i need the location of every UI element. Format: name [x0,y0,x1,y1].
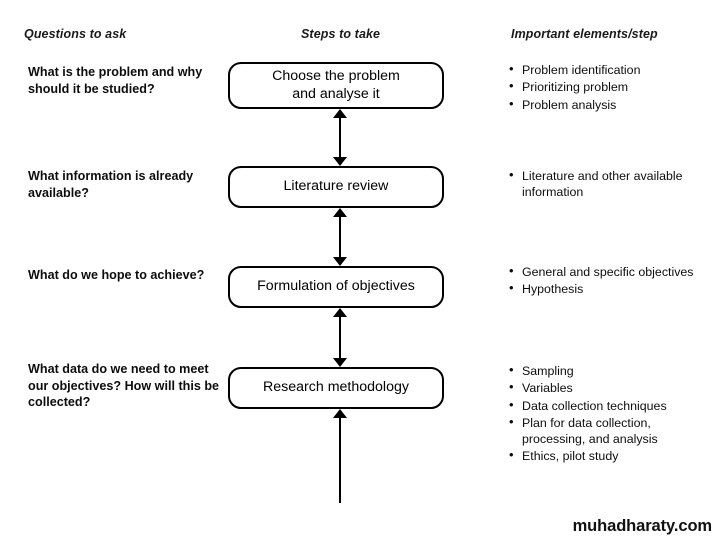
question-text-row-3: What do we hope to achieve? [28,268,205,282]
arrow-shaft [339,213,342,261]
list-item: Variables [509,379,709,396]
arrow-head-down-icon [333,157,347,166]
flow-box-label-row-4: Research methodology [263,379,409,396]
list-item: Ethics, pilot study [509,447,709,464]
flow-box-label-row-2: Literature review [283,178,389,195]
column-header-questions: Questions to ask [24,27,127,41]
column-header-elements: Important elements/step [511,27,658,41]
list-item: Plan for data collection, processing, an… [509,414,709,448]
flow-box-label-line-1: Choose the problem [272,68,400,84]
list-item: Prioritizing problem [509,78,709,95]
list-item: Hypothesis [509,280,709,297]
arrow-up-icon-into-research-methodology [330,409,350,503]
list-item: Problem analysis [509,96,709,113]
flow-box-label-line-2: and analyse it [292,85,380,102]
arrow-head-down-icon [333,257,347,266]
elements-list-row-1: Problem identification Prioritizing prob… [509,61,709,114]
arrow-shaft [339,114,342,161]
double-arrow-icon-box2-box3 [330,208,350,266]
list-item: Literature and other available informati… [509,167,709,201]
column-header-steps: Steps to take [301,27,381,41]
list-item: Sampling [509,362,709,379]
flow-box-label-row-3: Formulation of objectives [257,278,415,295]
flow-box-label-row-1: Choose the problem and analyse it [272,68,400,103]
watermark: muhadharaty.com [572,517,713,535]
elements-list-row-2: Literature and other available informati… [509,167,709,202]
elements-list-row-3: General and specific objectives Hypothes… [509,263,709,299]
arrow-head-up-icon [333,409,347,418]
double-arrow-icon-box1-box2 [330,109,350,166]
flow-box-literature-review: Literature review [228,166,444,208]
arrow-head-up-icon [333,308,347,317]
arrow-head-up-icon [333,208,347,217]
question-text-row-1: What is the problem and why should it be… [28,65,203,96]
list-item: General and specific objectives [509,263,709,280]
question-text-row-2: What information is already available? [28,169,194,200]
double-arrow-icon-box3-box4 [330,308,350,367]
flow-box-formulation-of-objectives: Formulation of objectives [228,266,444,308]
arrow-head-down-icon [333,358,347,367]
arrow-shaft [339,414,342,503]
flow-box-choose-the-problem: Choose the problem and analyse it [228,62,444,109]
flow-box-research-methodology: Research methodology [228,367,444,409]
arrow-shaft [339,313,342,362]
list-item: Problem identification [509,61,709,78]
elements-list-row-4: Sampling Variables Data collection techn… [509,362,709,466]
list-item: Data collection techniques [509,397,709,414]
arrow-head-up-icon [333,109,347,118]
question-text-row-4: What data do we need to meet our objecti… [28,362,220,409]
